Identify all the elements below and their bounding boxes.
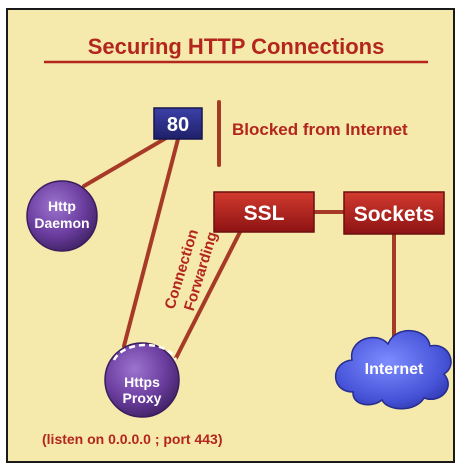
connection-forwarding-label: Connection Forwarding: [162, 227, 221, 313]
internet-cloud: Internet: [335, 329, 452, 410]
internet-label: Internet: [365, 361, 424, 378]
https-proxy-line1: Https: [124, 374, 160, 390]
line-port-proxy: [122, 137, 180, 348]
sockets-box: Sockets: [343, 191, 445, 235]
diagram-canvas: Securing HTTP Connections 80 Blocked fro…: [26, 34, 452, 447]
ssl-box: SSL: [213, 191, 315, 233]
diagram-frame: Securing HTTP Connections 80 Blocked fro…: [6, 8, 455, 463]
http-daemon-line2: Daemon: [34, 215, 89, 231]
forwarding-dashed-arc: [112, 343, 178, 361]
line-ssl-proxy: [174, 230, 242, 360]
connector-lines: [82, 100, 396, 360]
http-daemon-line1: Http: [48, 198, 76, 214]
blocked-from-internet-label: Blocked from Internet: [232, 120, 408, 139]
listen-note: (listen on 0.0.0.0 ; port 443): [42, 431, 223, 447]
sockets-label: Sockets: [354, 203, 435, 226]
https-proxy-node: Https Proxy: [104, 342, 180, 418]
diagram-title: Securing HTTP Connections: [88, 34, 385, 59]
https-proxy-line2: Proxy: [123, 390, 162, 406]
line-port-daemon: [82, 129, 180, 188]
port-80-box: 80: [153, 107, 203, 140]
port-80-label: 80: [167, 114, 189, 136]
ssl-label: SSL: [244, 202, 285, 225]
http-daemon-node: Http Daemon: [26, 180, 98, 252]
